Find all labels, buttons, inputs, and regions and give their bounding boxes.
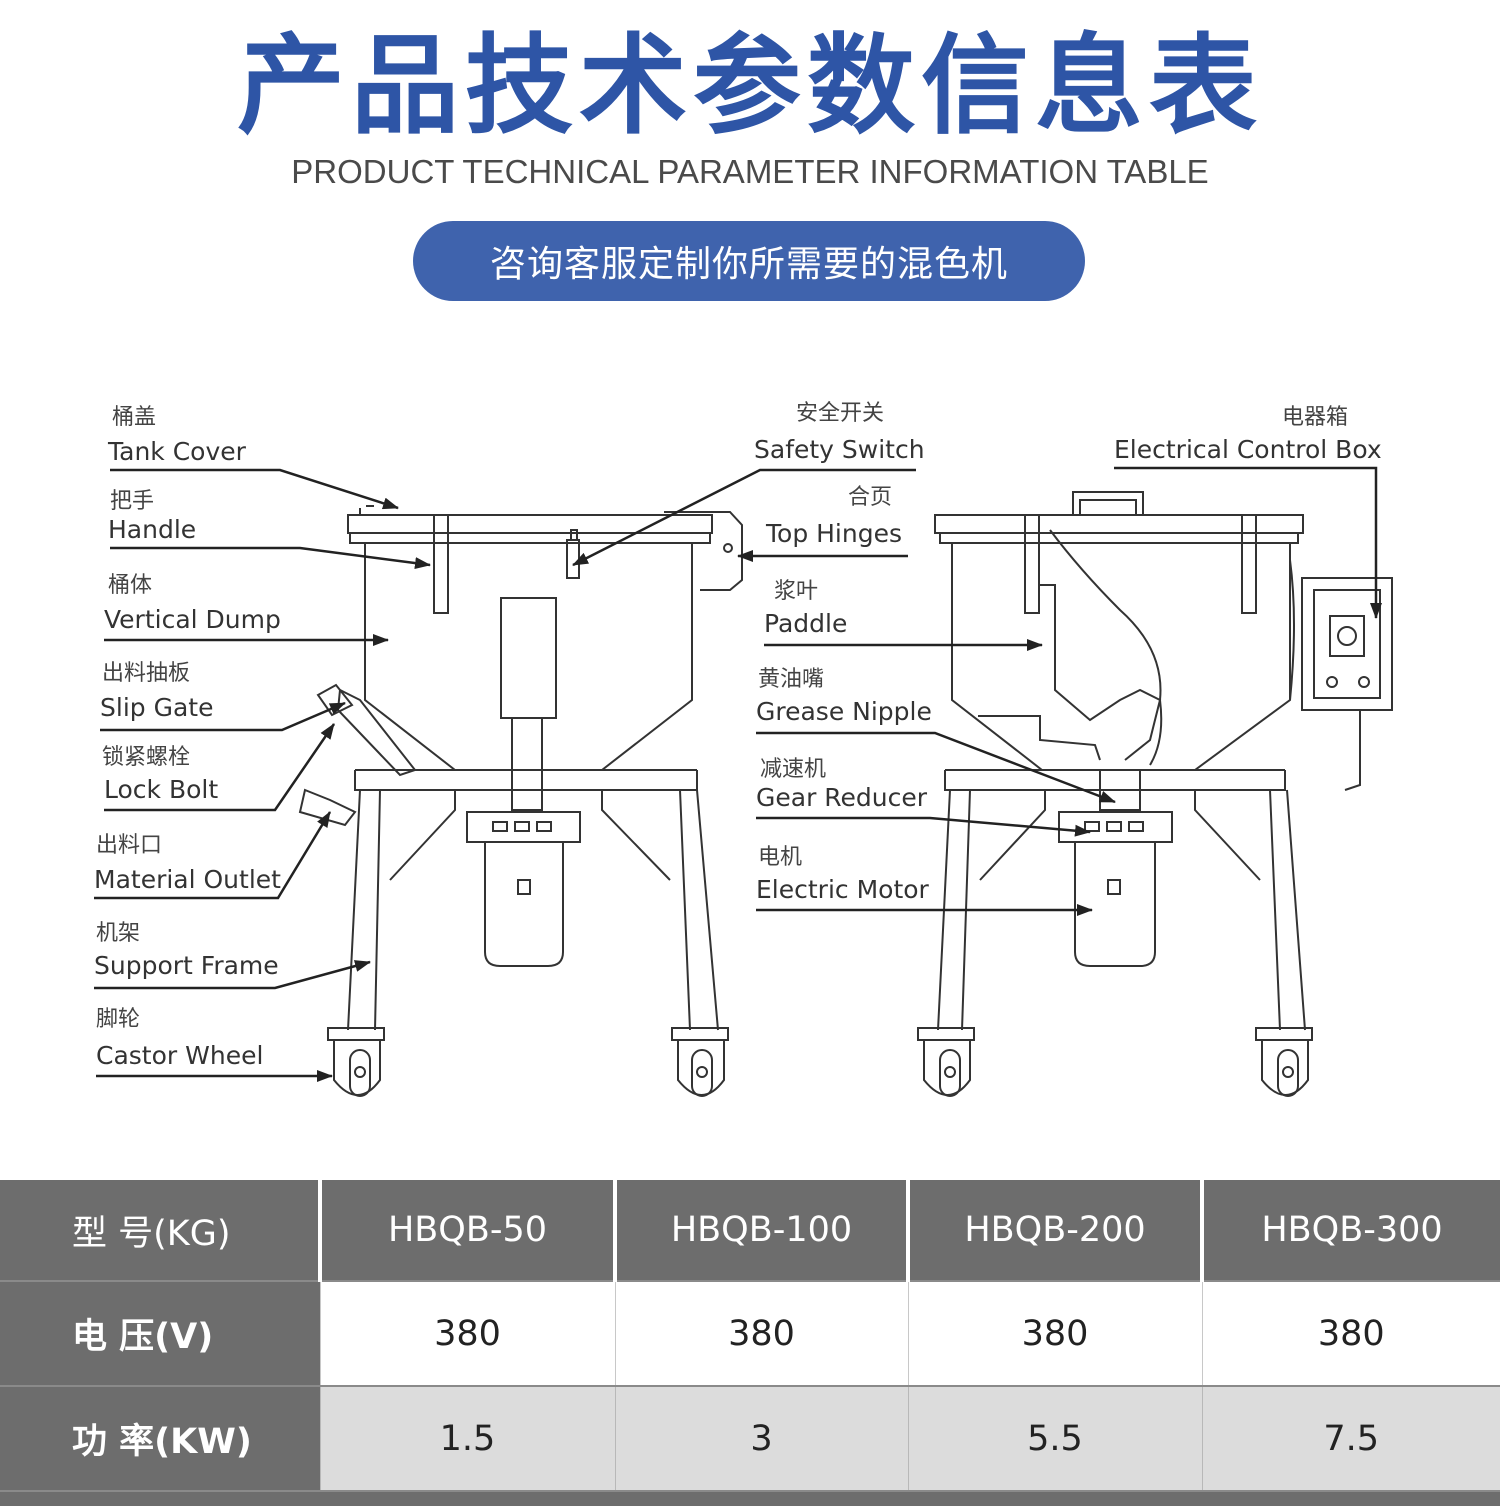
label-handle-cn: 把手: [110, 489, 154, 514]
label-grease-nipple-cn: 黄油嘴: [758, 667, 824, 692]
label-slip-gate: 出料抽板 Slip Gate: [100, 661, 346, 732]
row-label: 电 压(V): [0, 1280, 320, 1386]
label-control-box-cn: 电器箱: [1282, 405, 1348, 430]
label-electric-motor-cn: 电机: [758, 845, 802, 870]
label-paddle-en: Paddle: [764, 609, 847, 638]
label-castor-wheel-en: Castor Wheel: [96, 1041, 263, 1070]
label-gear-reducer-en: Gear Reducer: [756, 783, 928, 812]
label-support-frame-en: Support Frame: [94, 951, 279, 980]
label-handle: 把手 Handle: [108, 489, 431, 570]
label-gear-reducer-cn: 减速机: [760, 757, 826, 782]
label-handle-en: Handle: [108, 515, 196, 544]
label-tank-cover: 桶盖 Tank Cover: [107, 405, 399, 510]
label-vertical-dump: 桶体 Vertical Dump: [104, 573, 389, 646]
consult-button[interactable]: 咨询客服定制你所需要的混色机: [413, 221, 1085, 301]
spec-table: 型 号(KG) HBQB-50 HBQB-100 HBQB-200 HBQB-3…: [0, 1180, 1500, 1506]
table-cell: 380: [319, 1280, 615, 1386]
label-top-hinges-cn: 合页: [848, 485, 892, 510]
model-cell: HBQB-50: [318, 1180, 615, 1281]
table-cell: 3: [614, 1385, 908, 1491]
label-material-outlet-en: Material Outlet: [94, 865, 281, 894]
label-lock-bolt: 锁紧螺栓 Lock Bolt: [102, 723, 336, 812]
row-label: 功 率(KW): [0, 1385, 320, 1491]
label-gear-reducer: 减速机 Gear Reducer: [756, 757, 1091, 837]
label-material-outlet-cn: 出料口: [96, 833, 162, 858]
label-grease-nipple: 黄油嘴 Grease Nipple: [756, 667, 1116, 804]
mixer-right-view: [917, 491, 1393, 1097]
label-top-hinges: 合页 Top Hinges: [737, 485, 908, 562]
table-cell: 380: [907, 1280, 1202, 1386]
label-castor-wheel: 脚轮 Castor Wheel: [96, 1007, 333, 1082]
label-grease-nipple-en: Grease Nipple: [756, 697, 932, 726]
label-paddle: 浆叶 Paddle: [764, 579, 1043, 651]
model-cell: HBQB-100: [613, 1180, 908, 1281]
table-header-row: 型 号(KG) HBQB-50 HBQB-100 HBQB-200 HBQB-3…: [0, 1180, 1500, 1281]
table-cell: 380: [1201, 1280, 1500, 1386]
label-lock-bolt-en: Lock Bolt: [104, 775, 218, 804]
label-control-box-en: Electrical Control Box: [1114, 435, 1382, 464]
page-subtitle: PRODUCT TECHNICAL PARAMETER INFORMATION …: [291, 153, 1209, 190]
label-paddle-cn: 浆叶: [774, 579, 818, 604]
label-tank-cover-cn: 桶盖: [112, 405, 156, 430]
table-row-power: 功 率(KW) 1.5 3 5.5 7.5: [0, 1385, 1500, 1491]
label-tank-cover-en: Tank Cover: [107, 437, 247, 466]
table-cell: 7.5: [1201, 1385, 1500, 1491]
consult-button-label: 咨询客服定制你所需要的混色机: [489, 244, 1008, 285]
label-safety-switch: 安全开关 Safety Switch: [572, 401, 925, 567]
label-safety-switch-en: Safety Switch: [754, 435, 925, 464]
label-material-outlet: 出料口 Material Outlet: [94, 811, 332, 900]
model-cell: HBQB-200: [906, 1180, 1202, 1281]
label-electric-motor-en: Electric Motor: [756, 875, 930, 904]
label-vertical-dump-en: Vertical Dump: [104, 605, 281, 634]
label-support-frame: 机架 Support Frame: [94, 921, 371, 990]
label-support-frame-cn: 机架: [96, 921, 140, 946]
label-castor-wheel-cn: 脚轮: [96, 1007, 140, 1032]
table-cell: 5.5: [907, 1385, 1202, 1491]
label-top-hinges-en: Top Hinges: [765, 519, 902, 548]
model-cell: HBQB-300: [1200, 1180, 1500, 1281]
header-label: 型 号(KG): [0, 1180, 320, 1281]
table-cell: 380: [614, 1280, 908, 1386]
mixer-diagram: 桶盖 Tank Cover 把手 Handle 桶体 Vertical Dump…: [94, 401, 1393, 1097]
table-row-cutoff: [0, 1490, 1500, 1506]
label-slip-gate-cn: 出料抽板: [102, 661, 190, 686]
table-row-voltage: 电 压(V) 380 380 380 380: [0, 1280, 1500, 1386]
label-safety-switch-cn: 安全开关: [796, 401, 884, 426]
label-electric-motor: 电机 Electric Motor: [756, 845, 1093, 916]
label-vertical-dump-cn: 桶体: [108, 573, 152, 598]
label-slip-gate-en: Slip Gate: [100, 693, 213, 722]
table-cell: 1.5: [319, 1385, 615, 1491]
label-lock-bolt-cn: 锁紧螺栓: [102, 745, 190, 770]
mixer-left-view: [298, 505, 743, 1097]
page-title: 产品技术参数信息表: [236, 24, 1263, 149]
label-electrical-control-box: 电器箱 Electrical Control Box: [1114, 405, 1382, 619]
